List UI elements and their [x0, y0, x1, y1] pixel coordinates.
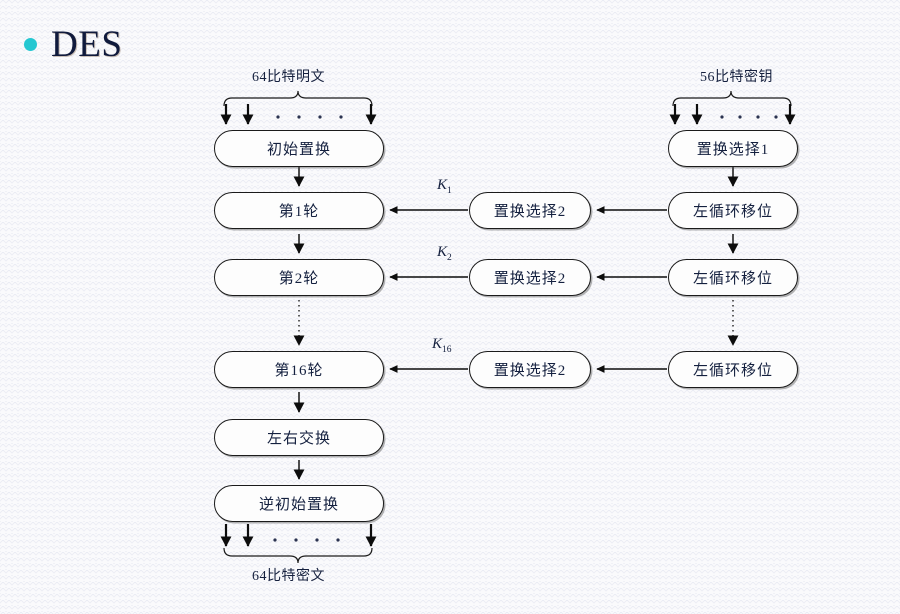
subkey-symbol: K [432, 336, 443, 352]
node-label: 置换选择2 [493, 271, 567, 287]
page-title: DES [51, 24, 123, 65]
subkey-symbol: K [437, 177, 448, 193]
node-initial-permutation[interactable]: 初始置换 [214, 130, 384, 167]
label-subkey-k16: K16 [432, 336, 452, 355]
node-label: 第2轮 [278, 271, 320, 287]
node-permuted-choice-2-round2[interactable]: 置换选择2 [469, 259, 591, 296]
node-round-16[interactable]: 第16轮 [214, 351, 384, 388]
slide-title-row: DES [24, 26, 122, 63]
label-subkey-k2: K2 [437, 244, 452, 263]
node-label: 左循环移位 [692, 204, 773, 220]
node-left-circular-shift-2[interactable]: 左循环移位 [668, 259, 798, 296]
node-permuted-choice-2-round16[interactable]: 置换选择2 [469, 351, 591, 388]
node-label: 初始置换 [266, 142, 331, 158]
node-permuted-choice-1[interactable]: 置换选择1 [668, 130, 798, 167]
node-label: 逆初始置换 [258, 497, 339, 513]
label-subkey-k1: K1 [437, 177, 452, 196]
bullet-icon [24, 38, 37, 51]
subkey-symbol: K [437, 244, 448, 260]
node-label: 置换选择2 [493, 204, 567, 220]
node-round-1[interactable]: 第1轮 [214, 192, 384, 229]
label-ciphertext-64bit: 64比特密文 [252, 569, 325, 584]
node-label: 左右交换 [266, 431, 331, 447]
node-label: 置换选择1 [696, 142, 770, 158]
subkey-index: 1 [447, 186, 452, 196]
node-inverse-initial-permutation[interactable]: 逆初始置换 [214, 485, 384, 522]
node-label: 左循环移位 [692, 363, 773, 379]
node-permuted-choice-2-round1[interactable]: 置换选择2 [469, 192, 591, 229]
node-left-right-swap[interactable]: 左右交换 [214, 419, 384, 456]
subkey-index: 16 [442, 345, 452, 355]
label-key-56bit: 56比特密钥 [700, 70, 773, 85]
subkey-index: 2 [447, 253, 452, 263]
node-round-2[interactable]: 第2轮 [214, 259, 384, 296]
node-label: 置换选择2 [493, 363, 567, 379]
node-left-circular-shift-1[interactable]: 左循环移位 [668, 192, 798, 229]
label-plaintext-64bit: 64比特明文 [252, 70, 325, 85]
node-left-circular-shift-16[interactable]: 左循环移位 [668, 351, 798, 388]
node-label: 第1轮 [278, 204, 320, 220]
node-label: 第16轮 [274, 363, 324, 379]
node-label: 左循环移位 [692, 271, 773, 287]
